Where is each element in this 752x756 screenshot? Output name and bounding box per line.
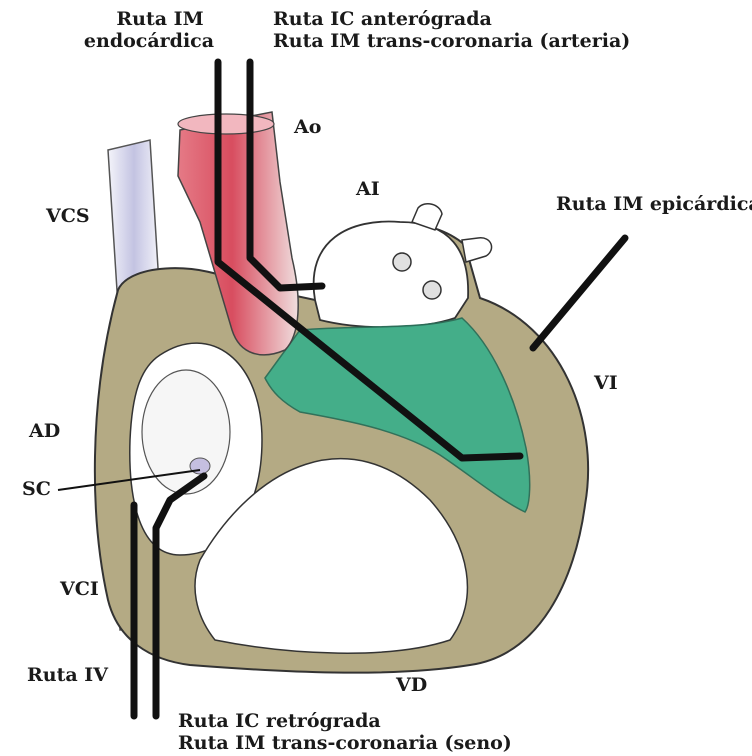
label-sc: SC	[22, 478, 51, 500]
label-vcs: VCS	[46, 205, 90, 227]
label-ruta-im-endocardica-1: Ruta IM	[100, 8, 220, 30]
label-ao: Ao	[294, 116, 321, 138]
label-ruta-im-epicardica: Ruta IM epicárdica	[556, 193, 752, 215]
pulmonary-vein-opening-1	[393, 253, 411, 271]
label-ruta-im-trans-coronaria-arteria: Ruta IM trans-coronaria (arteria)	[273, 30, 630, 52]
label-vci: VCI	[60, 578, 99, 600]
label-ruta-iv: Ruta IV	[27, 664, 108, 686]
aortic-opening	[178, 114, 274, 134]
label-vi: VI	[594, 372, 618, 394]
label-ruta-ic-anterograda: Ruta IC anterógrada	[273, 8, 492, 30]
label-ruta-im-endocardica-2: endocárdica	[64, 30, 234, 52]
label-ad: AD	[29, 420, 60, 442]
left-atrium	[314, 222, 469, 328]
pulmonary-vein-opening-2	[423, 281, 441, 299]
catheter-epicardial-route	[533, 238, 625, 348]
label-vd: VD	[396, 674, 427, 696]
label-ruta-ic-retrograda: Ruta IC retrógrada	[178, 710, 381, 732]
label-ai: AI	[356, 178, 380, 200]
pulmonary-vein-right	[462, 238, 492, 262]
label-ruta-im-trans-coronaria-seno: Ruta IM trans-coronaria (seno)	[178, 732, 512, 754]
